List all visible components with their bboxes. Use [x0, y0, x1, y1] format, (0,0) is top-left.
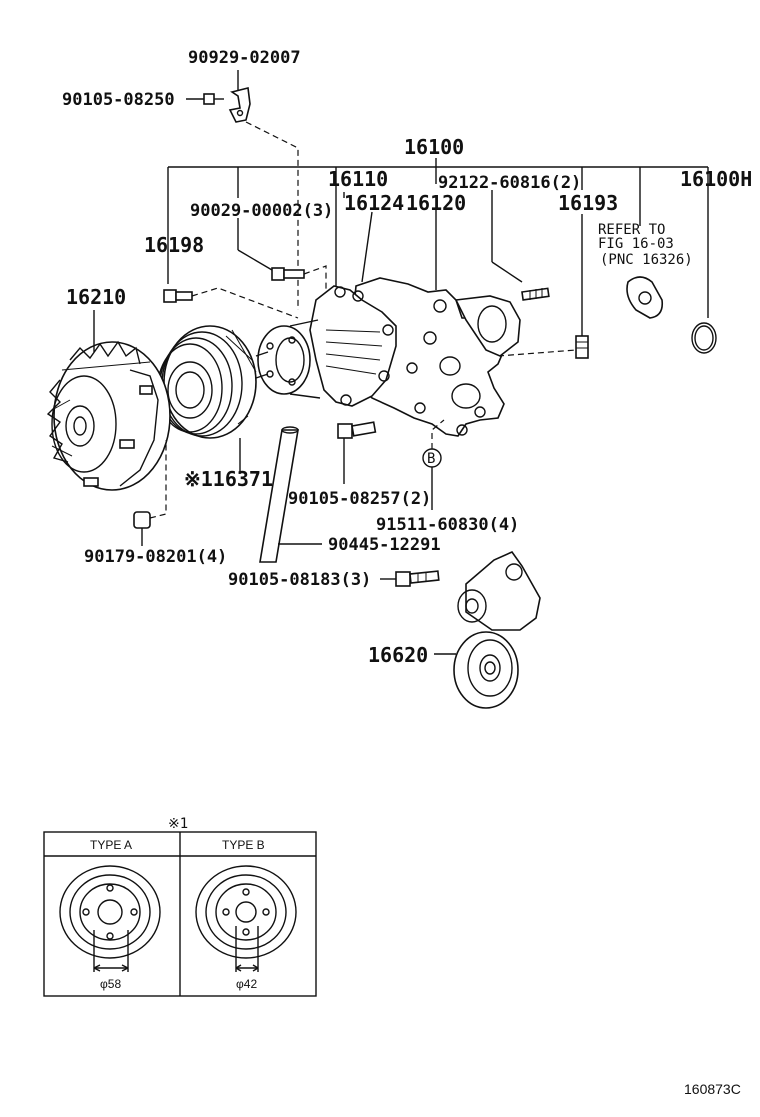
label-16100H: 16100H: [680, 167, 752, 191]
label-16620: 16620: [368, 643, 428, 667]
label-90929-02007: 90929-02007: [188, 48, 301, 68]
inset-type-b: TYPE B: [222, 838, 265, 852]
label-refer-pnc: (PNC 16326): [600, 252, 693, 268]
stud-92122-60816: [521, 287, 550, 301]
bolt-90105-08257: [337, 421, 377, 439]
inset-mark: ※1: [168, 816, 188, 832]
figure-code: 160873C: [684, 1081, 741, 1097]
label-16371: ※116371: [184, 467, 273, 491]
idler-pulley-16620: [453, 631, 519, 709]
assembly-leader-16100: [167, 158, 709, 318]
reference-circle-b: B: [422, 448, 442, 468]
label-90105-08183: 90105-08183(3): [228, 570, 371, 590]
label-refer-fig: FIG 16-03: [598, 236, 674, 252]
pump-hub-flange: [257, 319, 321, 399]
label-90445-12291: 90445-12291: [328, 535, 441, 555]
bolt-90029-00002: [271, 267, 305, 281]
inset-table: [43, 831, 317, 997]
bolt-16198: [163, 289, 193, 303]
label-16210: 16210: [66, 285, 126, 309]
bolt-90105-08183: [395, 570, 440, 587]
hose-90445-12291: [259, 426, 299, 563]
label-16198: 16198: [144, 233, 204, 257]
inset-dim-a: φ58: [100, 977, 121, 991]
label-92122-60816: 92122-60816(2): [438, 173, 581, 193]
label-91511-60830: 91511-60830(4): [376, 515, 519, 535]
circle-b-letter: B: [427, 451, 435, 467]
label-90105-08257: 90105-08257(2): [288, 489, 431, 509]
plug-16193: [575, 335, 589, 359]
o-ring-16100H: [691, 322, 717, 354]
gasket-16326: [626, 276, 664, 319]
inset-type-a: TYPE A: [90, 838, 132, 852]
pulley-16371: [157, 325, 257, 439]
label-16120: 16120: [406, 191, 466, 215]
label-16100: 16100: [404, 135, 464, 159]
label-refer-to: REFER TO: [598, 222, 665, 238]
bolt-90105-08250: [203, 93, 224, 105]
nut-90179-08201: [133, 511, 151, 529]
label-16110: 16110: [328, 167, 388, 191]
fan-clutch-16210: [46, 340, 171, 491]
idler-bracket-16620: [457, 551, 541, 631]
label-16124: 16124: [344, 191, 404, 215]
label-90029-00002: 90029-00002(3): [190, 201, 333, 221]
water-pump-16110: [309, 285, 397, 407]
label-90179-08201: 90179-08201(4): [84, 547, 227, 567]
water-inlet-neck: [454, 295, 521, 357]
inset-dim-b: φ42: [236, 977, 257, 991]
bracket-90929: [228, 87, 251, 123]
label-16193: 16193: [558, 191, 618, 215]
inset-pulley-type-a: [59, 865, 161, 972]
inset-pulley-type-b: [195, 865, 297, 972]
label-90105-08250: 90105-08250: [62, 90, 175, 110]
